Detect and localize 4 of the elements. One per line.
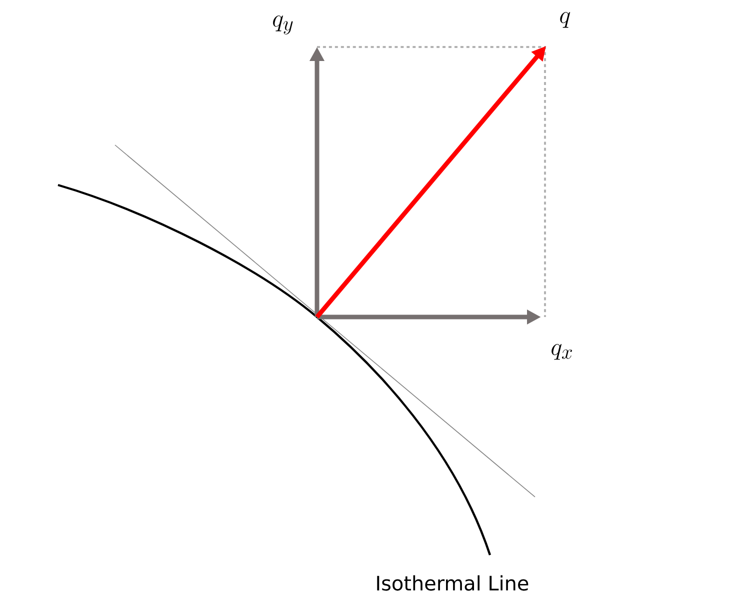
curve-label: Isothermal Line: [377, 575, 528, 591]
vector-label: $q$: [560, 12, 570, 28]
vector-label: $q_y$: [273, 16, 293, 34]
vector-label: $q_x$: [552, 344, 572, 360]
